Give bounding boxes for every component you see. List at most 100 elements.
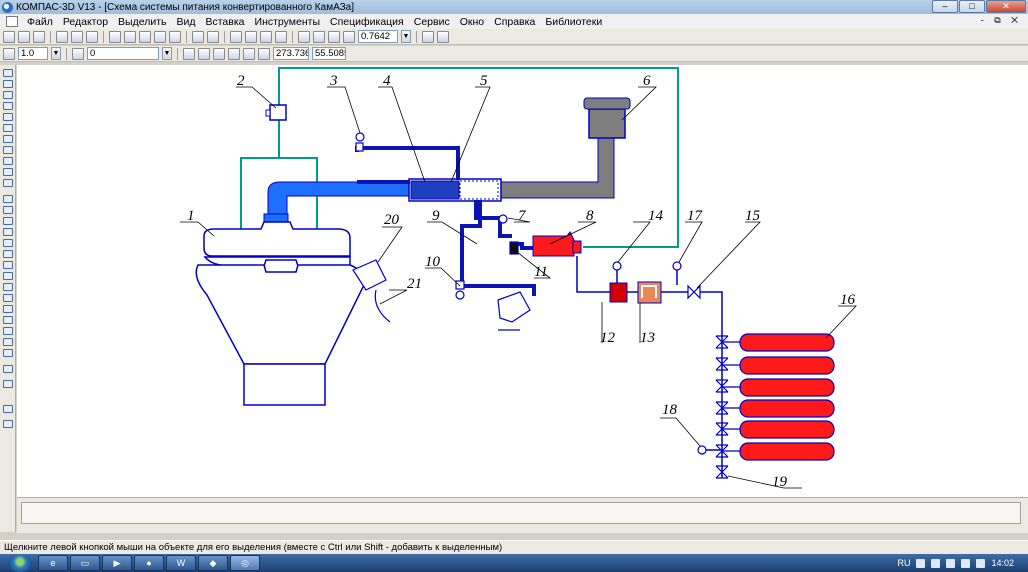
- pan-icon[interactable]: [422, 30, 434, 43]
- taskbar-app-button[interactable]: ◆: [198, 555, 228, 571]
- measure-tool-icon[interactable]: [3, 124, 13, 132]
- undo-icon[interactable]: [192, 30, 204, 43]
- gas-cylinders-16[interactable]: [739, 333, 835, 461]
- geometry-tool-icon[interactable]: [3, 69, 13, 77]
- mdi-window-controls[interactable]: - ⧉ ✕: [980, 15, 1022, 25]
- local-cs-icon[interactable]: [213, 47, 225, 60]
- layer-icon[interactable]: [72, 47, 84, 60]
- zoom-input[interactable]: 0.7642: [358, 30, 398, 43]
- tray-arrow-icon[interactable]: [916, 558, 926, 568]
- language-indicator[interactable]: RU: [897, 558, 911, 568]
- battery-icon[interactable]: [961, 558, 971, 568]
- grid-icon[interactable]: [183, 47, 195, 60]
- taskbar-media-button[interactable]: ▶: [102, 555, 132, 571]
- polygon-tool-icon[interactable]: [3, 316, 13, 324]
- hatch-tool-icon[interactable]: [3, 272, 13, 280]
- dimension-tool-icon[interactable]: [3, 80, 13, 88]
- help-pointer-icon[interactable]: [275, 30, 287, 43]
- save-icon[interactable]: [33, 30, 45, 43]
- ellipse-tool-icon[interactable]: [3, 250, 13, 258]
- menu-libraries[interactable]: Библиотеки: [545, 15, 603, 28]
- taskbar-explorer-button[interactable]: ▭: [70, 555, 100, 571]
- paste-icon[interactable]: [139, 30, 151, 43]
- reports-tool-icon[interactable]: [3, 157, 13, 165]
- layer-dropdown-icon[interactable]: ▼: [162, 47, 172, 60]
- contour-tool-icon[interactable]: [3, 327, 13, 335]
- circle-tool-icon[interactable]: [3, 228, 13, 236]
- menu-help[interactable]: Справка: [494, 15, 536, 28]
- manager-icon[interactable]: [86, 30, 98, 43]
- menu-service[interactable]: Сервис: [413, 15, 450, 28]
- ortho-icon[interactable]: [228, 47, 240, 60]
- snap-icon[interactable]: [198, 47, 210, 60]
- taskbar-ie-button[interactable]: e: [38, 555, 68, 571]
- zoom-window-icon[interactable]: [313, 30, 325, 43]
- coordinate-icon[interactable]: [258, 47, 270, 60]
- round-icon[interactable]: [243, 47, 255, 60]
- segment-tool-icon[interactable]: [3, 217, 13, 225]
- polyline-tool-icon[interactable]: [3, 283, 13, 291]
- air-filter-6[interactable]: [588, 108, 626, 139]
- layers-icon[interactable]: [230, 30, 242, 43]
- parametrization-tool-icon[interactable]: [3, 113, 13, 121]
- close-button[interactable]: ✕: [986, 0, 1026, 13]
- rectangle-tool-icon[interactable]: [3, 305, 13, 313]
- zoom-dropdown-icon[interactable]: ▼: [401, 30, 411, 43]
- text-tool-icon[interactable]: [3, 420, 13, 428]
- menu-view[interactable]: Вид: [176, 15, 196, 28]
- point-tool-icon[interactable]: [3, 195, 13, 203]
- cursor-step-input[interactable]: 1.0: [18, 47, 48, 60]
- redo-icon[interactable]: [207, 30, 219, 43]
- network-icon[interactable]: [931, 558, 941, 568]
- step-dropdown-icon[interactable]: ▼: [51, 47, 61, 60]
- volume-icon[interactable]: [976, 558, 986, 568]
- menu-editor[interactable]: Редактор: [62, 15, 109, 28]
- document-icon[interactable]: [6, 16, 18, 27]
- valve-15[interactable]: [687, 284, 701, 300]
- start-button[interactable]: [8, 554, 32, 572]
- zoom-icon[interactable]: [343, 30, 355, 43]
- minimize-button[interactable]: –: [932, 0, 958, 13]
- refresh-icon[interactable]: [437, 30, 449, 43]
- filter-12[interactable]: [609, 282, 628, 303]
- equidistant-tool-icon[interactable]: [3, 365, 13, 373]
- spline-tool-icon[interactable]: [3, 261, 13, 269]
- formula-icon[interactable]: [260, 30, 272, 43]
- fillet-tool-icon[interactable]: [3, 349, 13, 357]
- layer-select[interactable]: 0: [87, 47, 159, 60]
- chamfer-tool-icon[interactable]: [3, 338, 13, 346]
- zoom-out-icon[interactable]: [328, 30, 340, 43]
- clock[interactable]: 14:02: [991, 558, 1014, 568]
- arc-tool-icon[interactable]: [3, 239, 13, 247]
- menu-specification[interactable]: Спецификация: [330, 15, 404, 28]
- bezier-tool-icon[interactable]: [3, 294, 13, 302]
- preview-icon[interactable]: [71, 30, 83, 43]
- step-icon[interactable]: [3, 47, 15, 60]
- sensor-2[interactable]: [269, 104, 287, 121]
- new-document-icon[interactable]: [3, 30, 15, 43]
- collection-tool-icon[interactable]: [3, 405, 13, 413]
- print-icon[interactable]: [56, 30, 68, 43]
- taskbar-word-button[interactable]: W: [166, 555, 196, 571]
- axis-tool-icon[interactable]: [3, 380, 13, 388]
- action-center-icon[interactable]: [946, 558, 956, 568]
- menu-file[interactable]: Файл: [27, 15, 53, 28]
- copy-icon[interactable]: [124, 30, 136, 43]
- edit-tool-icon[interactable]: [3, 102, 13, 110]
- symbols-tool-icon[interactable]: [3, 91, 13, 99]
- zoom-in-icon[interactable]: [298, 30, 310, 43]
- menu-select[interactable]: Выделить: [118, 15, 167, 28]
- coord-y-field[interactable]: 55.5085: [312, 47, 346, 60]
- menu-insert[interactable]: Вставка: [205, 15, 245, 28]
- taskbar-kompas-button[interactable]: ◎: [230, 555, 260, 571]
- fragments-tool-icon[interactable]: [3, 179, 13, 187]
- variables-icon[interactable]: [245, 30, 257, 43]
- line-tool-icon[interactable]: [3, 206, 13, 214]
- insert-tool-icon[interactable]: [3, 168, 13, 176]
- properties-icon[interactable]: [169, 30, 181, 43]
- select-tool-icon[interactable]: [3, 135, 13, 143]
- open-icon[interactable]: [18, 30, 30, 43]
- taskbar-firefox-button[interactable]: ●: [134, 555, 164, 571]
- drawing-canvas[interactable]: 1 2 3 4 5 6 7 8 9 10 11 12 13 14 15 16 1…: [17, 65, 1028, 497]
- cut-icon[interactable]: [109, 30, 121, 43]
